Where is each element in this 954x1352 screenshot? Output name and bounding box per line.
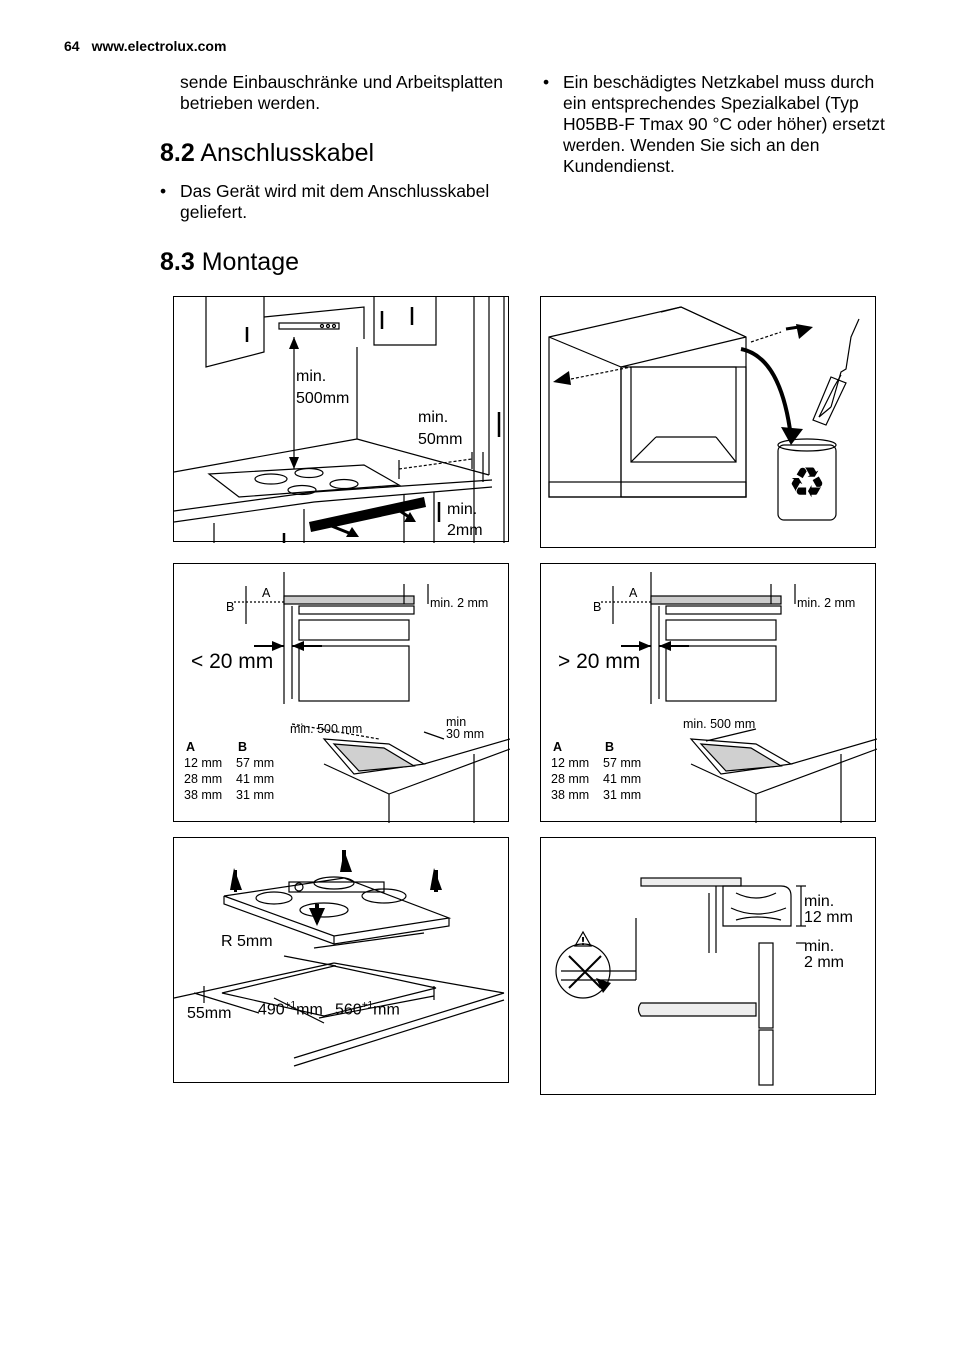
- label-min: min.: [418, 409, 449, 426]
- label-min: min.: [804, 938, 835, 955]
- col-header-b: B: [238, 740, 248, 754]
- label-min-2mm: min. 2 mm: [430, 596, 489, 610]
- label-490mm: 490+1mm: [258, 996, 323, 1020]
- cell: 31 mm: [236, 788, 275, 802]
- remove-panel-drawing: ♻: [548, 306, 860, 521]
- gap-more-20-drawing: [601, 572, 877, 823]
- cell: 38 mm: [551, 788, 590, 802]
- label-b: B: [226, 600, 235, 614]
- label-2mm: 2mm: [447, 522, 483, 539]
- table-row: 38 mm 31 mm: [551, 787, 657, 803]
- label-30mm: 30 mm: [446, 727, 485, 741]
- label-55mm: 55mm: [187, 1005, 232, 1022]
- table-row: 12 mm 57 mm: [184, 755, 290, 771]
- figure-cutout: R 5mm 55mm 490+1mm 560+1mm: [173, 837, 509, 1083]
- bullet-list-8-2: • Das Gerät wird mit dem Anschlusskabel …: [160, 181, 510, 223]
- table-row: 28 mm 41 mm: [184, 771, 290, 787]
- table-row: 28 mm 41 mm: [551, 771, 657, 787]
- section-number: 8.3: [160, 248, 195, 276]
- tolerance: +1: [361, 1000, 374, 1011]
- cell: 57 mm: [603, 756, 642, 770]
- section-title: Anschlusskabel: [200, 139, 375, 167]
- cell: 57 mm: [236, 756, 275, 770]
- label-2mm: 2 mm: [804, 954, 844, 971]
- label-50mm: 50mm: [418, 431, 463, 448]
- label-b: B: [593, 600, 602, 614]
- unit: mm: [373, 1001, 400, 1019]
- section-number: 8.2: [160, 139, 195, 167]
- page-header: 64 www.electrolux.com: [64, 38, 226, 54]
- col-header-b: B: [605, 740, 615, 754]
- cell: 12 mm: [551, 756, 590, 770]
- cell: 41 mm: [236, 772, 275, 786]
- label-min: min.: [296, 368, 327, 385]
- value-560: 560: [335, 1001, 362, 1019]
- svg-text:♻: ♻: [788, 458, 826, 507]
- label-gap-more-20mm: > 20 mm: [558, 650, 641, 673]
- label-a: A: [629, 586, 638, 600]
- intro-paragraph: sende Einbauschränke und Arbeitsplatten …: [180, 72, 510, 114]
- gap-less-20-drawing: [234, 572, 510, 823]
- unit: mm: [296, 1001, 323, 1019]
- tolerance: +1: [284, 1000, 297, 1011]
- cell: 38 mm: [184, 788, 223, 802]
- worktop-drawing: !: [555, 877, 806, 1086]
- cell: 41 mm: [603, 772, 642, 786]
- figure-gap-less-20: A B min. 2 mm < 20 mm min. 500 mm min 30…: [173, 563, 510, 823]
- bullet-dot: •: [543, 72, 550, 92]
- section-heading-8-3: 8.3 Montage: [160, 247, 299, 277]
- table-row: 38 mm 31 mm: [184, 787, 290, 803]
- label-min: min: [446, 715, 467, 729]
- value-490: 490: [258, 1001, 285, 1019]
- table-row: 12 mm 57 mm: [551, 755, 657, 771]
- bullet-dot: •: [160, 181, 167, 201]
- bullet-list-right: • Ein beschädigtes Netzkabel muss durch …: [543, 72, 895, 177]
- cell: 28 mm: [551, 772, 590, 786]
- cell: 12 mm: [184, 756, 223, 770]
- bullet-text: Das Gerät wird mit dem Anschlusskabel ge…: [180, 181, 490, 222]
- label-min-2mm: min. 2 mm: [797, 596, 856, 610]
- label-min: min.: [804, 893, 835, 910]
- list-item: • Ein beschädigtes Netzkabel muss durch …: [543, 72, 895, 177]
- cutout-drawing: [174, 850, 505, 1067]
- website-link[interactable]: www.electrolux.com: [91, 38, 227, 54]
- label-a: A: [262, 586, 271, 600]
- label-gap-less-20mm: < 20 mm: [191, 650, 274, 673]
- label-min: min.: [447, 501, 478, 518]
- intro-text: sende Einbauschränke und Arbeitsplatten …: [180, 72, 504, 113]
- label-12mm: 12 mm: [804, 909, 853, 926]
- svg-text:!: !: [580, 935, 585, 948]
- figure-worktop: ! min. 12 mm min. 2 mm: [540, 837, 876, 1095]
- label-r5mm: R 5mm: [221, 933, 273, 950]
- label-min-500mm: min. 500 mm: [683, 717, 756, 731]
- cell: 31 mm: [603, 788, 642, 802]
- bullet-text: Ein beschädigtes Netzkabel muss durch ei…: [563, 72, 885, 176]
- figure-clearances: min. 500mm min. 50mm min. 2mm: [173, 296, 509, 543]
- clearance-drawing: [174, 297, 505, 543]
- col-header-a: A: [553, 740, 563, 754]
- section-heading-8-2: 8.2 Anschlusskabel: [160, 138, 374, 168]
- figure-remove-panel: ♻: [540, 296, 876, 548]
- cell: 28 mm: [184, 772, 223, 786]
- col-header-a: A: [186, 740, 196, 754]
- list-item: • Das Gerät wird mit dem Anschlusskabel …: [160, 181, 510, 223]
- label-min-500mm: min. 500 mm: [290, 722, 363, 736]
- page-number: 64: [64, 38, 80, 54]
- label-560mm: 560+1mm: [335, 996, 400, 1020]
- section-title: Montage: [201, 248, 300, 276]
- label-500mm: 500mm: [296, 390, 350, 407]
